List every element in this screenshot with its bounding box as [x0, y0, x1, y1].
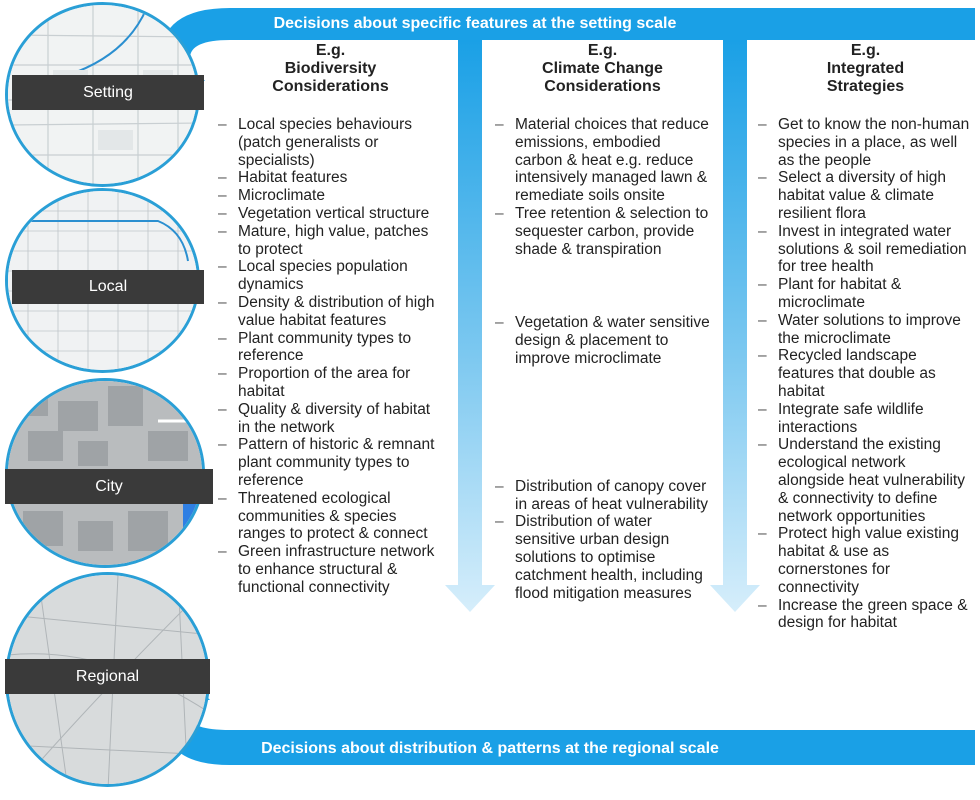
integrated-title: E.g. Integrated Strategies [826, 42, 905, 95]
scale-label-setting: Setting [12, 75, 204, 110]
list-item: Recycled landscape features that double … [758, 347, 973, 400]
scale-label-local: Local [12, 270, 204, 304]
scale-label-regional: Regional [5, 659, 210, 694]
list-item: Pattern of historic & remnant plant comm… [218, 436, 443, 489]
list-item: Distribution of canopy cover in areas of… [495, 478, 710, 514]
list-item: Integrate safe wildlife interactions [758, 401, 973, 437]
down-arrow-right [710, 40, 760, 612]
scale-label-local-text: Local [88, 278, 128, 295]
list-item: Understand the existing ecological netwo… [758, 436, 973, 525]
biodiversity-column: E.g. Biodiversity Considerations Local s… [218, 42, 443, 597]
list-item: Plant community types to reference [218, 330, 443, 366]
list-item: Get to know the non-human species in a p… [758, 116, 973, 169]
list-item: Vegetation & water sensitive design & pl… [495, 314, 710, 367]
scale-label-city-text: City [95, 477, 123, 495]
bottom-banner: Decisions about distribution & patterns … [235, 733, 975, 765]
climate-list-group-3: Distribution of canopy cover in areas of… [495, 478, 710, 603]
list-item: Density & distribution of high value hab… [218, 294, 443, 330]
list-item: Protect high value existing habitat & us… [758, 525, 973, 596]
list-item: Green infrastructure network to enhance … [218, 543, 443, 596]
list-item: Vegetation vertical structure [218, 205, 443, 223]
list-item: Tree retention & selection to sequester … [495, 205, 710, 258]
scale-label-regional-text: Regional [75, 667, 140, 685]
list-item: Increase the green space & design for ha… [758, 597, 973, 633]
list-item: Material choices that reduce emissions, … [495, 116, 710, 205]
climate-title: E.g. Climate Change Considerations [542, 42, 663, 95]
down-arrow-left [445, 40, 495, 612]
biodiversity-title: E.g. Biodiversity Considerations [272, 42, 389, 95]
list-item: Proportion of the area for habitat [218, 365, 443, 401]
list-item: Water solutions to improve the microclim… [758, 312, 973, 348]
list-item: Select a diversity of high habitat value… [758, 169, 973, 222]
list-item: Local species population dynamics [218, 258, 443, 294]
climate-list-group-2: Vegetation & water sensitive design & pl… [495, 314, 710, 367]
integrated-column: E.g. Integrated Strategies Get to know t… [758, 42, 973, 632]
list-item: Habitat features [218, 169, 443, 187]
list-item: Quality & diversity of habitat in the ne… [218, 401, 443, 437]
integrated-list: Get to know the non-human species in a p… [758, 116, 973, 632]
list-item: Invest in integrated water solutions & s… [758, 223, 973, 276]
list-item: Threatened ecological communities & spec… [218, 490, 443, 543]
list-item: Distribution of water sensitive urban de… [495, 513, 710, 602]
list-item: Local species behaviours (patch generali… [218, 116, 443, 169]
top-banner-text: Decisions about specific features at the… [273, 15, 677, 32]
list-item: Mature, high value, patches to protect [218, 223, 443, 259]
scale-label-setting-text: Setting [83, 83, 133, 101]
list-item: Microclimate [218, 187, 443, 205]
climate-column: E.g. Climate Change Considerations Mater… [495, 42, 710, 602]
list-item: Plant for habitat & microclimate [758, 276, 973, 312]
top-banner: Decisions about specific features at the… [235, 8, 975, 40]
climate-list-group-1: Material choices that reduce emissions, … [495, 116, 710, 258]
scale-label-city: City [5, 469, 213, 504]
bottom-banner-text: Decisions about distribution & patterns … [261, 740, 719, 757]
biodiversity-list: Local species behaviours (patch generali… [218, 116, 443, 597]
